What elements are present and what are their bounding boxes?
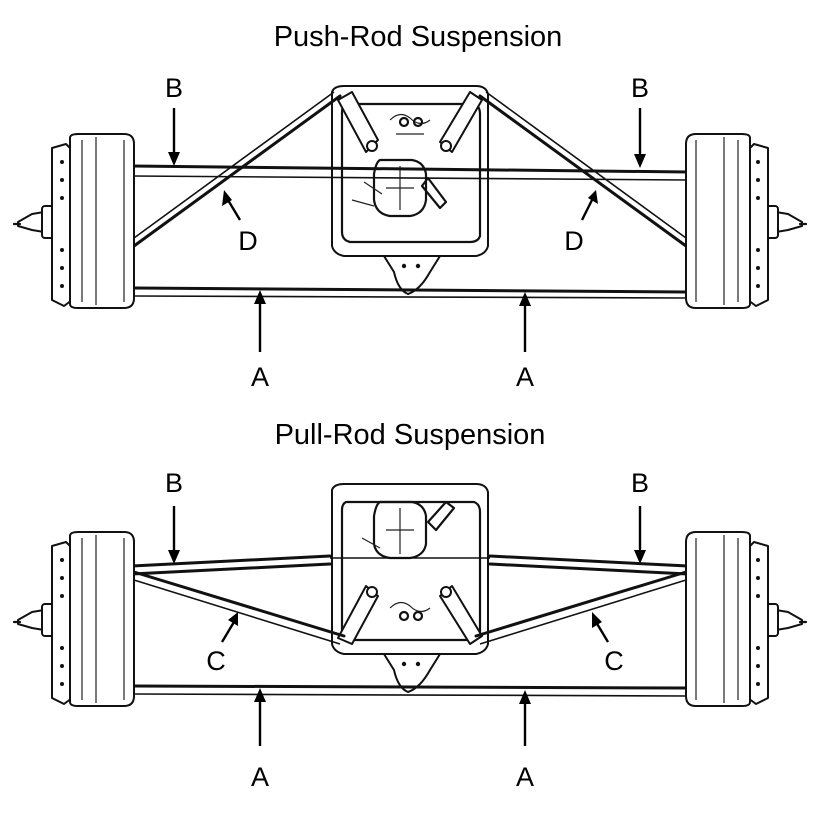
push-label-a-right: A [516,362,534,392]
push-label-d-right: D [564,226,584,256]
pull-upper-wishbone-right-a [488,554,690,568]
pull-label-b-left: B [165,468,183,498]
push-rod-right [478,94,688,248]
push-rod-drawing [12,84,808,310]
push-arrow-b-left [168,108,180,166]
push-arrow-a-right [519,292,531,352]
push-arrow-d-left [222,190,242,221]
pull-wheel-left [12,530,136,708]
push-label-a-left: A [251,362,269,392]
pull-arrow-b-left [168,506,180,564]
pull-rod-drawing [12,483,808,708]
pull-label-b-right: B [631,468,649,498]
push-rod-left [132,94,342,248]
push-rod-diagram: Push-Rod Suspension B B [12,21,808,392]
push-rod-gearbox [330,84,490,296]
push-wheel-right [684,132,808,310]
pull-rod-left [132,570,346,638]
pull-wheel-right [684,530,808,708]
pull-rod-right [474,570,688,638]
pull-arrow-c-left [220,612,238,643]
push-arrow-a-left [254,290,266,352]
pull-rod-gearbox [331,483,489,693]
push-label-b-right: B [631,73,649,103]
push-label-b-left: B [165,73,183,103]
pull-rod-title: Pull-Rod Suspension [275,419,546,451]
push-rod-title: Push-Rod Suspension [274,21,563,53]
push-wheel-left [12,132,136,310]
pull-label-a-left: A [251,762,269,792]
pull-label-c-right: C [604,646,624,676]
push-arrow-d-right [580,190,598,221]
pull-upper-wishbone-left-a [130,554,332,568]
pull-arrow-a-right [519,690,531,746]
pull-rod-diagram: Pull-Rod Suspension [12,419,808,792]
pull-arrow-c-right [592,612,610,643]
push-label-d-left: D [238,226,258,256]
pull-arrow-b-right [634,506,646,564]
pull-arrow-a-left [254,688,266,746]
push-lower-wishbone [132,286,688,294]
pull-lower-wishbone [132,684,688,690]
pull-label-c-left: C [206,646,226,676]
pull-label-a-right: A [516,762,534,792]
push-arrow-b-right [634,108,646,168]
